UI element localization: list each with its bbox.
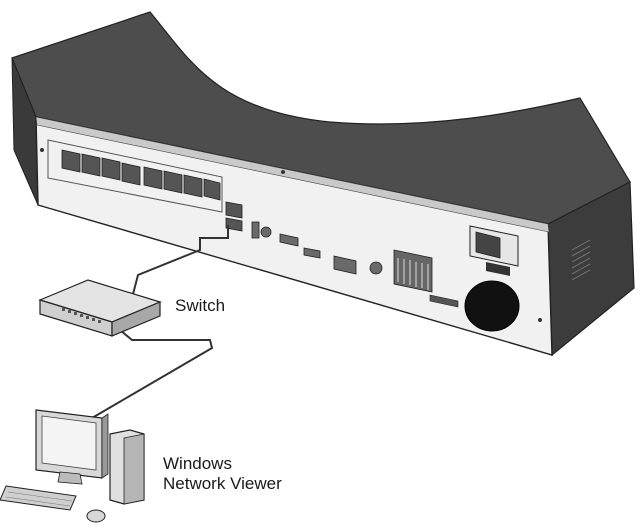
side-vents (571, 239, 591, 281)
screw-icon (281, 170, 285, 174)
lan-port (61, 149, 81, 173)
uplink-ports (225, 201, 243, 232)
uplink-port (225, 201, 243, 219)
lan-port (143, 166, 163, 190)
nvr-top-cover (11, 11, 631, 225)
usb-port (251, 221, 260, 239)
network-switch (38, 279, 162, 337)
alarm-terminal-block (393, 249, 459, 308)
lan-port (81, 153, 101, 177)
uplink-port (225, 217, 243, 232)
rear-connectors (251, 221, 383, 275)
lan-port (183, 174, 203, 198)
hdmi-port (279, 233, 299, 247)
viewer-label-line2: Network Viewer (163, 474, 282, 493)
rear-panel-rim (35, 116, 550, 233)
cooling-fan (464, 280, 520, 332)
viewer-label-line1: Windows (163, 454, 232, 473)
nvr-recorder (11, 11, 635, 357)
vga-port (333, 255, 357, 275)
screw-icon (40, 148, 44, 152)
switch-to-pc-cable (91, 329, 214, 419)
power-section (469, 225, 519, 276)
esata-port (303, 247, 321, 259)
screw-icon (538, 318, 542, 322)
lan-port (203, 178, 221, 201)
monitor-screen (41, 415, 97, 471)
switch-label: Switch (175, 296, 226, 315)
lan-port (101, 157, 121, 181)
switch-port-icon (62, 308, 101, 323)
windows-pc (0, 409, 145, 523)
power-switch-icon (486, 262, 510, 276)
lan-port (163, 170, 183, 194)
lan-port-frame (47, 139, 223, 213)
audio-out-jack (369, 261, 383, 275)
lan-ports (61, 149, 221, 201)
lan-port (121, 162, 141, 186)
power-connector (475, 231, 501, 259)
audio-jack (260, 226, 272, 238)
nvr-to-switch-cable (131, 225, 229, 299)
windows-network-viewer-label: Windows Network Viewer (163, 454, 282, 494)
mouse (86, 509, 106, 523)
monitor-stand (57, 471, 83, 485)
